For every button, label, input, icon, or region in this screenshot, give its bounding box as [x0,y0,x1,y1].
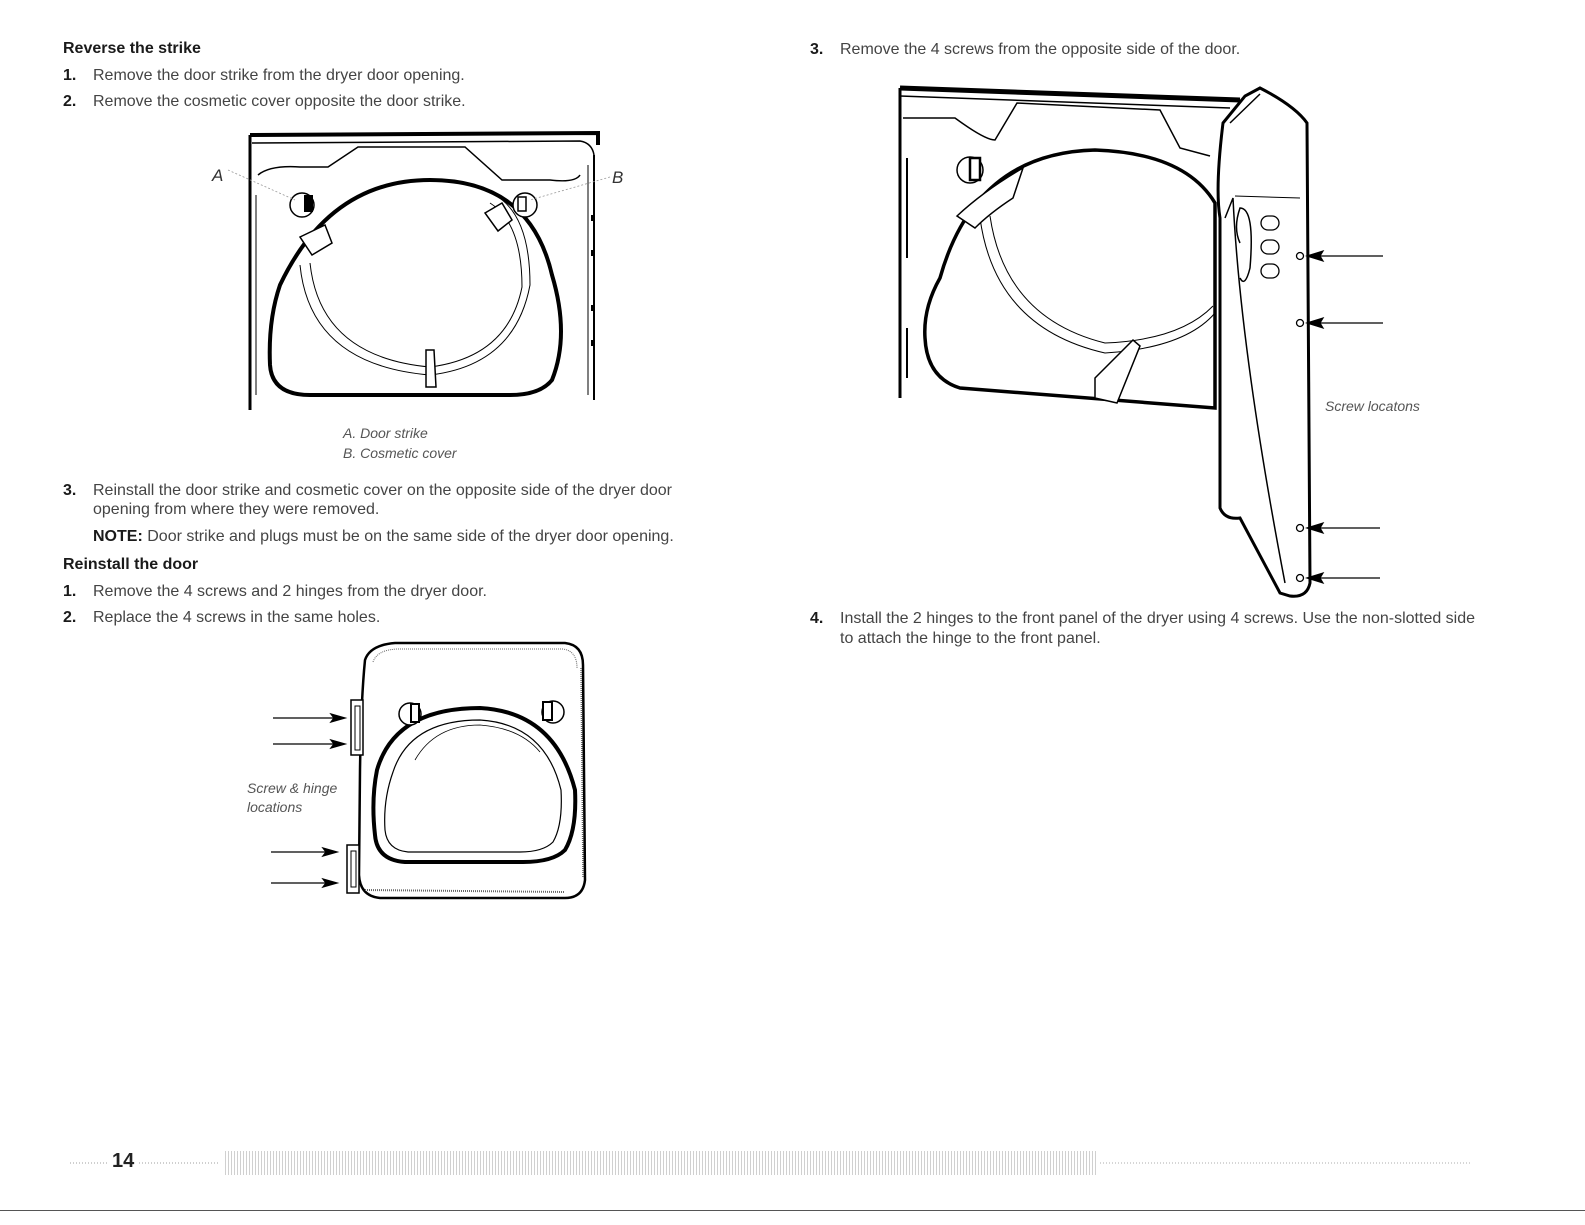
footer-dotted-rule-left [70,1162,220,1164]
note-label: NOTE: [93,528,143,545]
page-number: 14 [108,1150,139,1173]
step-item: 2. Replace the 4 screws in the same holes… [63,608,380,628]
step-item: 3. Reinstall the door strike and cosmetic… [63,481,672,501]
step-number: 1. [63,67,77,84]
screw-locations-label: Screw locatons [1325,398,1420,414]
screw-hinge-label-line1: Screw & hinge [247,780,338,796]
figure-label-b: B [612,168,624,187]
bottom-rule [0,1210,1585,1211]
screw-hinge-label-line2: locations [247,799,303,815]
footer-dotted-rule-right [1100,1162,1470,1164]
step-number: 1. [63,583,77,600]
step-text-line1: Install the 2 hinges to the front panel … [840,610,1476,627]
step-text-line2: opening from where they were removed. [93,501,380,518]
step-number: 3. [810,41,824,58]
step-text: Remove the door strike from the dryer do… [93,67,465,84]
figure-label-a: A [212,166,224,185]
step-item: 1. Remove the door strike from the dryer … [63,66,465,86]
section-heading-reverse-strike: Reverse the strike [63,40,201,57]
step-number: 3. [63,482,77,499]
step-text: Remove the 4 screws and 2 hinges from th… [93,583,487,600]
figure-caption-a: A. Door strike [343,425,428,441]
step-text: Replace the 4 screws in the same holes. [93,609,381,626]
step-item: 2. Remove the cosmetic cover opposite the… [63,92,466,112]
step-number: 4. [810,610,824,627]
step-item: 3. Remove the 4 screws from the opposite … [810,40,1240,60]
footer-hatched-bar [225,1151,1097,1175]
figure-door-open [898,85,1383,598]
figure-caption-b: B. Cosmetic cover [343,445,457,461]
step-item: 1. Remove the 4 screws and 2 hinges from … [63,582,487,602]
step-text: Remove the cosmetic cover opposite the d… [93,93,466,110]
step-item: 4. Install the 2 hinges to the front pane… [810,609,1475,629]
figure-dryer-opening [227,130,611,410]
note-text: Door strike and plugs must be on the sam… [147,528,674,545]
step-text-line1: Reinstall the door strike and cosmetic c… [93,482,672,499]
figure-dryer-door [271,641,587,900]
step-text: Remove the 4 screws from the opposite si… [840,41,1241,58]
step-number: 2. [63,93,77,110]
section-heading-reinstall-door: Reinstall the door [63,556,199,573]
step-text-line2: to attach the hinge to the front panel. [840,630,1101,647]
step-number: 2. [63,609,77,626]
note: NOTE: Door strike and plugs must be on t… [93,527,674,547]
